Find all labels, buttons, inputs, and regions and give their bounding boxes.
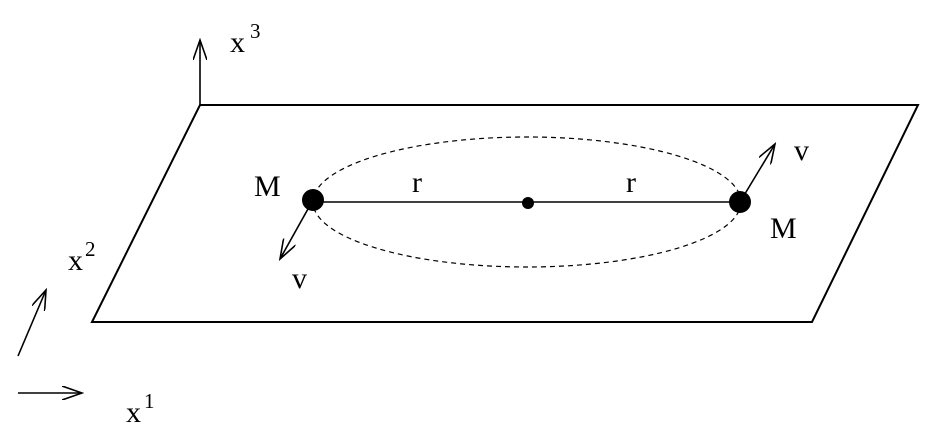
- right-velocity-label: v: [794, 134, 809, 167]
- right-mass-label: M: [770, 212, 797, 245]
- left-mass-label: M: [254, 170, 281, 203]
- left-velocity-label: v: [292, 262, 307, 295]
- orbital-plane: [90, 104, 920, 323]
- left-separation-label: r: [412, 166, 422, 199]
- right-velocity-arrow: [739, 144, 775, 203]
- x2-axis-arrow: [17, 290, 46, 357]
- x2-axis-label: x2: [68, 237, 96, 277]
- right-separation-label: r: [626, 166, 636, 199]
- center-of-mass: [522, 197, 534, 209]
- left-velocity-arrow: [280, 199, 314, 259]
